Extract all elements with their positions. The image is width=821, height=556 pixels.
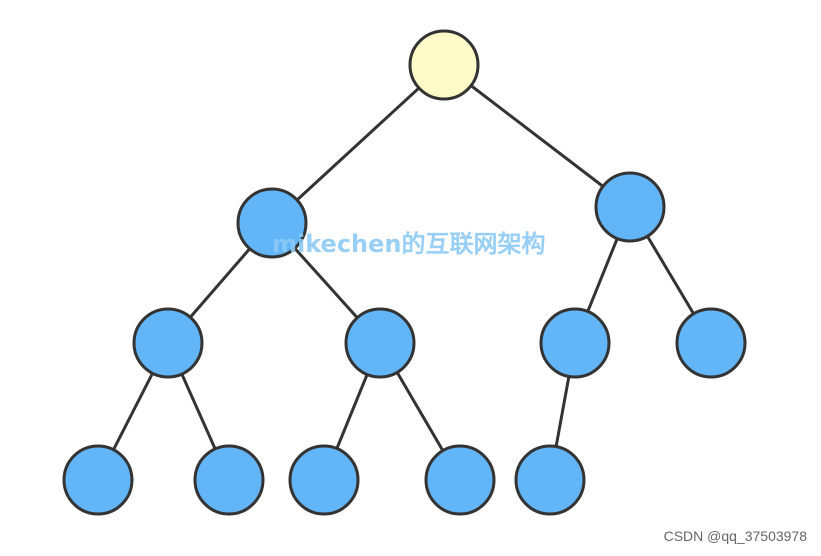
tree-node-n5 bbox=[539, 307, 611, 379]
edge-n0-n1 bbox=[270, 63, 446, 225]
tree-node-n10 bbox=[424, 444, 496, 516]
tree-node-n8 bbox=[193, 444, 265, 516]
tree-node-n4 bbox=[344, 307, 416, 379]
tree-root-node bbox=[408, 29, 480, 101]
tree-node-n1 bbox=[236, 187, 308, 259]
tree-node-n3 bbox=[132, 307, 204, 379]
tree-node-n2 bbox=[594, 171, 666, 243]
csdn-credit: CSDN @qq_37503978 bbox=[663, 528, 807, 544]
edge-n0-n2 bbox=[442, 63, 632, 209]
tree-nodes bbox=[62, 29, 747, 516]
tree-edges bbox=[96, 63, 713, 482]
tree-node-n7 bbox=[62, 444, 134, 516]
tree-node-n9 bbox=[288, 444, 360, 516]
tree-node-n11 bbox=[514, 444, 586, 516]
tree-node-n6 bbox=[675, 307, 747, 379]
